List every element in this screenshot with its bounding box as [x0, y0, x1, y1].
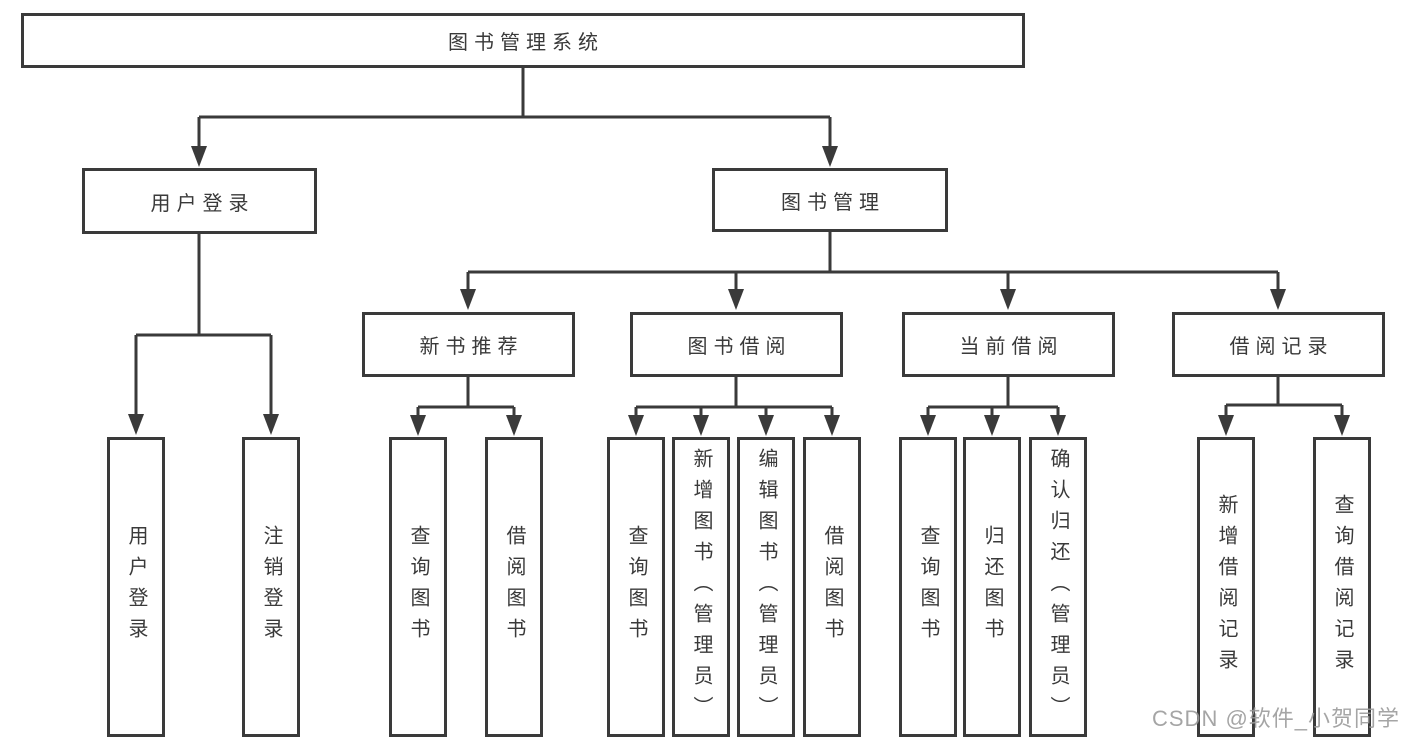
connector-borrow-to-leaves [634, 377, 834, 417]
node-leaf-query-books-borrowing: 查询图书 [607, 437, 665, 737]
node-leaf-add-borrow-record: 新增借阅记录 [1197, 437, 1255, 737]
node-new-book-recommendation: 新书推荐 [362, 312, 575, 377]
node-user-login-branch: 用户登录 [82, 168, 317, 234]
node-leaf-return-books: 归还图书 [963, 437, 1021, 737]
connector-bookmgmt-to-level3 [466, 232, 1280, 291]
arrowheads [128, 146, 1350, 436]
connector-newbook-to-leaves [416, 377, 516, 417]
node-leaf-confirm-return-admin: 确认归还（管理员） [1029, 437, 1087, 737]
node-borrowing-records: 借阅记录 [1172, 312, 1385, 377]
node-book-borrowing: 图书借阅 [630, 312, 843, 377]
csdn-watermark: CSDN @软件_小贺同学 [1152, 706, 1401, 731]
node-book-management-branch: 图书管理 [712, 168, 948, 232]
node-leaf-add-books-admin: 新增图书（管理员） [672, 437, 730, 737]
node-current-borrowing: 当前借阅 [902, 312, 1115, 377]
node-library-management-system: 图书管理系统 [21, 13, 1025, 68]
node-leaf-query-books-current: 查询图书 [899, 437, 957, 737]
node-leaf-edit-books-admin: 编辑图书（管理员） [737, 437, 795, 737]
connector-root-to-level2 [197, 68, 832, 148]
node-leaf-user-login: 用户登录 [107, 437, 165, 737]
node-leaf-query-borrow-record: 查询借阅记录 [1313, 437, 1371, 737]
node-leaf-borrow-books: 借阅图书 [803, 437, 861, 737]
node-leaf-borrow-books-recommend: 借阅图书 [485, 437, 543, 737]
node-leaf-query-books-recommend: 查询图书 [389, 437, 447, 737]
connector-current-to-leaves [926, 377, 1060, 417]
node-leaf-logout: 注销登录 [242, 437, 300, 737]
connector-userlogin-to-leaves [134, 234, 273, 416]
connector-record-to-leaves [1224, 377, 1344, 417]
